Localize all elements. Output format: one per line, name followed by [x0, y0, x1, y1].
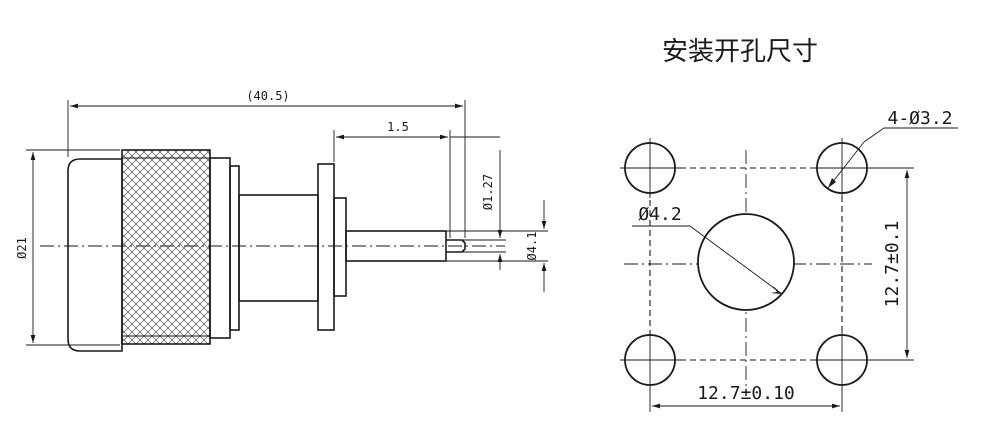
pin-step-label: 1.5 [387, 120, 409, 134]
hole-pattern-square [649, 167, 843, 361]
mount-hole-label: 4-Ø3.2 [887, 108, 952, 129]
center-hole [697, 213, 795, 311]
pin-diameter-label: Ø1.27 [481, 174, 495, 210]
center-hole-label: Ø4.2 [638, 204, 681, 225]
dielectric-diameter-label: Ø4.1 [525, 232, 539, 261]
connector-side-view: (40.5) 1.5 Ø1.27 Ø4.1 Ø21 [15, 89, 548, 352]
panel-cutout-view: 安装开孔尺寸 4-Ø3.2 Ø4.2 [620, 37, 958, 412]
coupling-nut-front [67, 158, 123, 352]
dielectric-insulator [345, 230, 447, 262]
nut-ring [229, 165, 240, 331]
horizontal-spacing-label: 12.7±0.10 [697, 383, 795, 404]
knurled-sleeve [121, 149, 211, 345]
flange-step [333, 197, 347, 297]
center-pin [446, 239, 466, 253]
body-diameter-label: Ø21 [15, 237, 29, 259]
vertical-spacing-label: 12.7±0.1 [882, 221, 903, 308]
mounting-flange [317, 163, 335, 331]
nut-rear-collar [209, 157, 231, 339]
overall-length-label: (40.5) [246, 89, 289, 103]
connector-body [238, 194, 319, 302]
panel-cutout-title: 安装开孔尺寸 [662, 37, 818, 67]
